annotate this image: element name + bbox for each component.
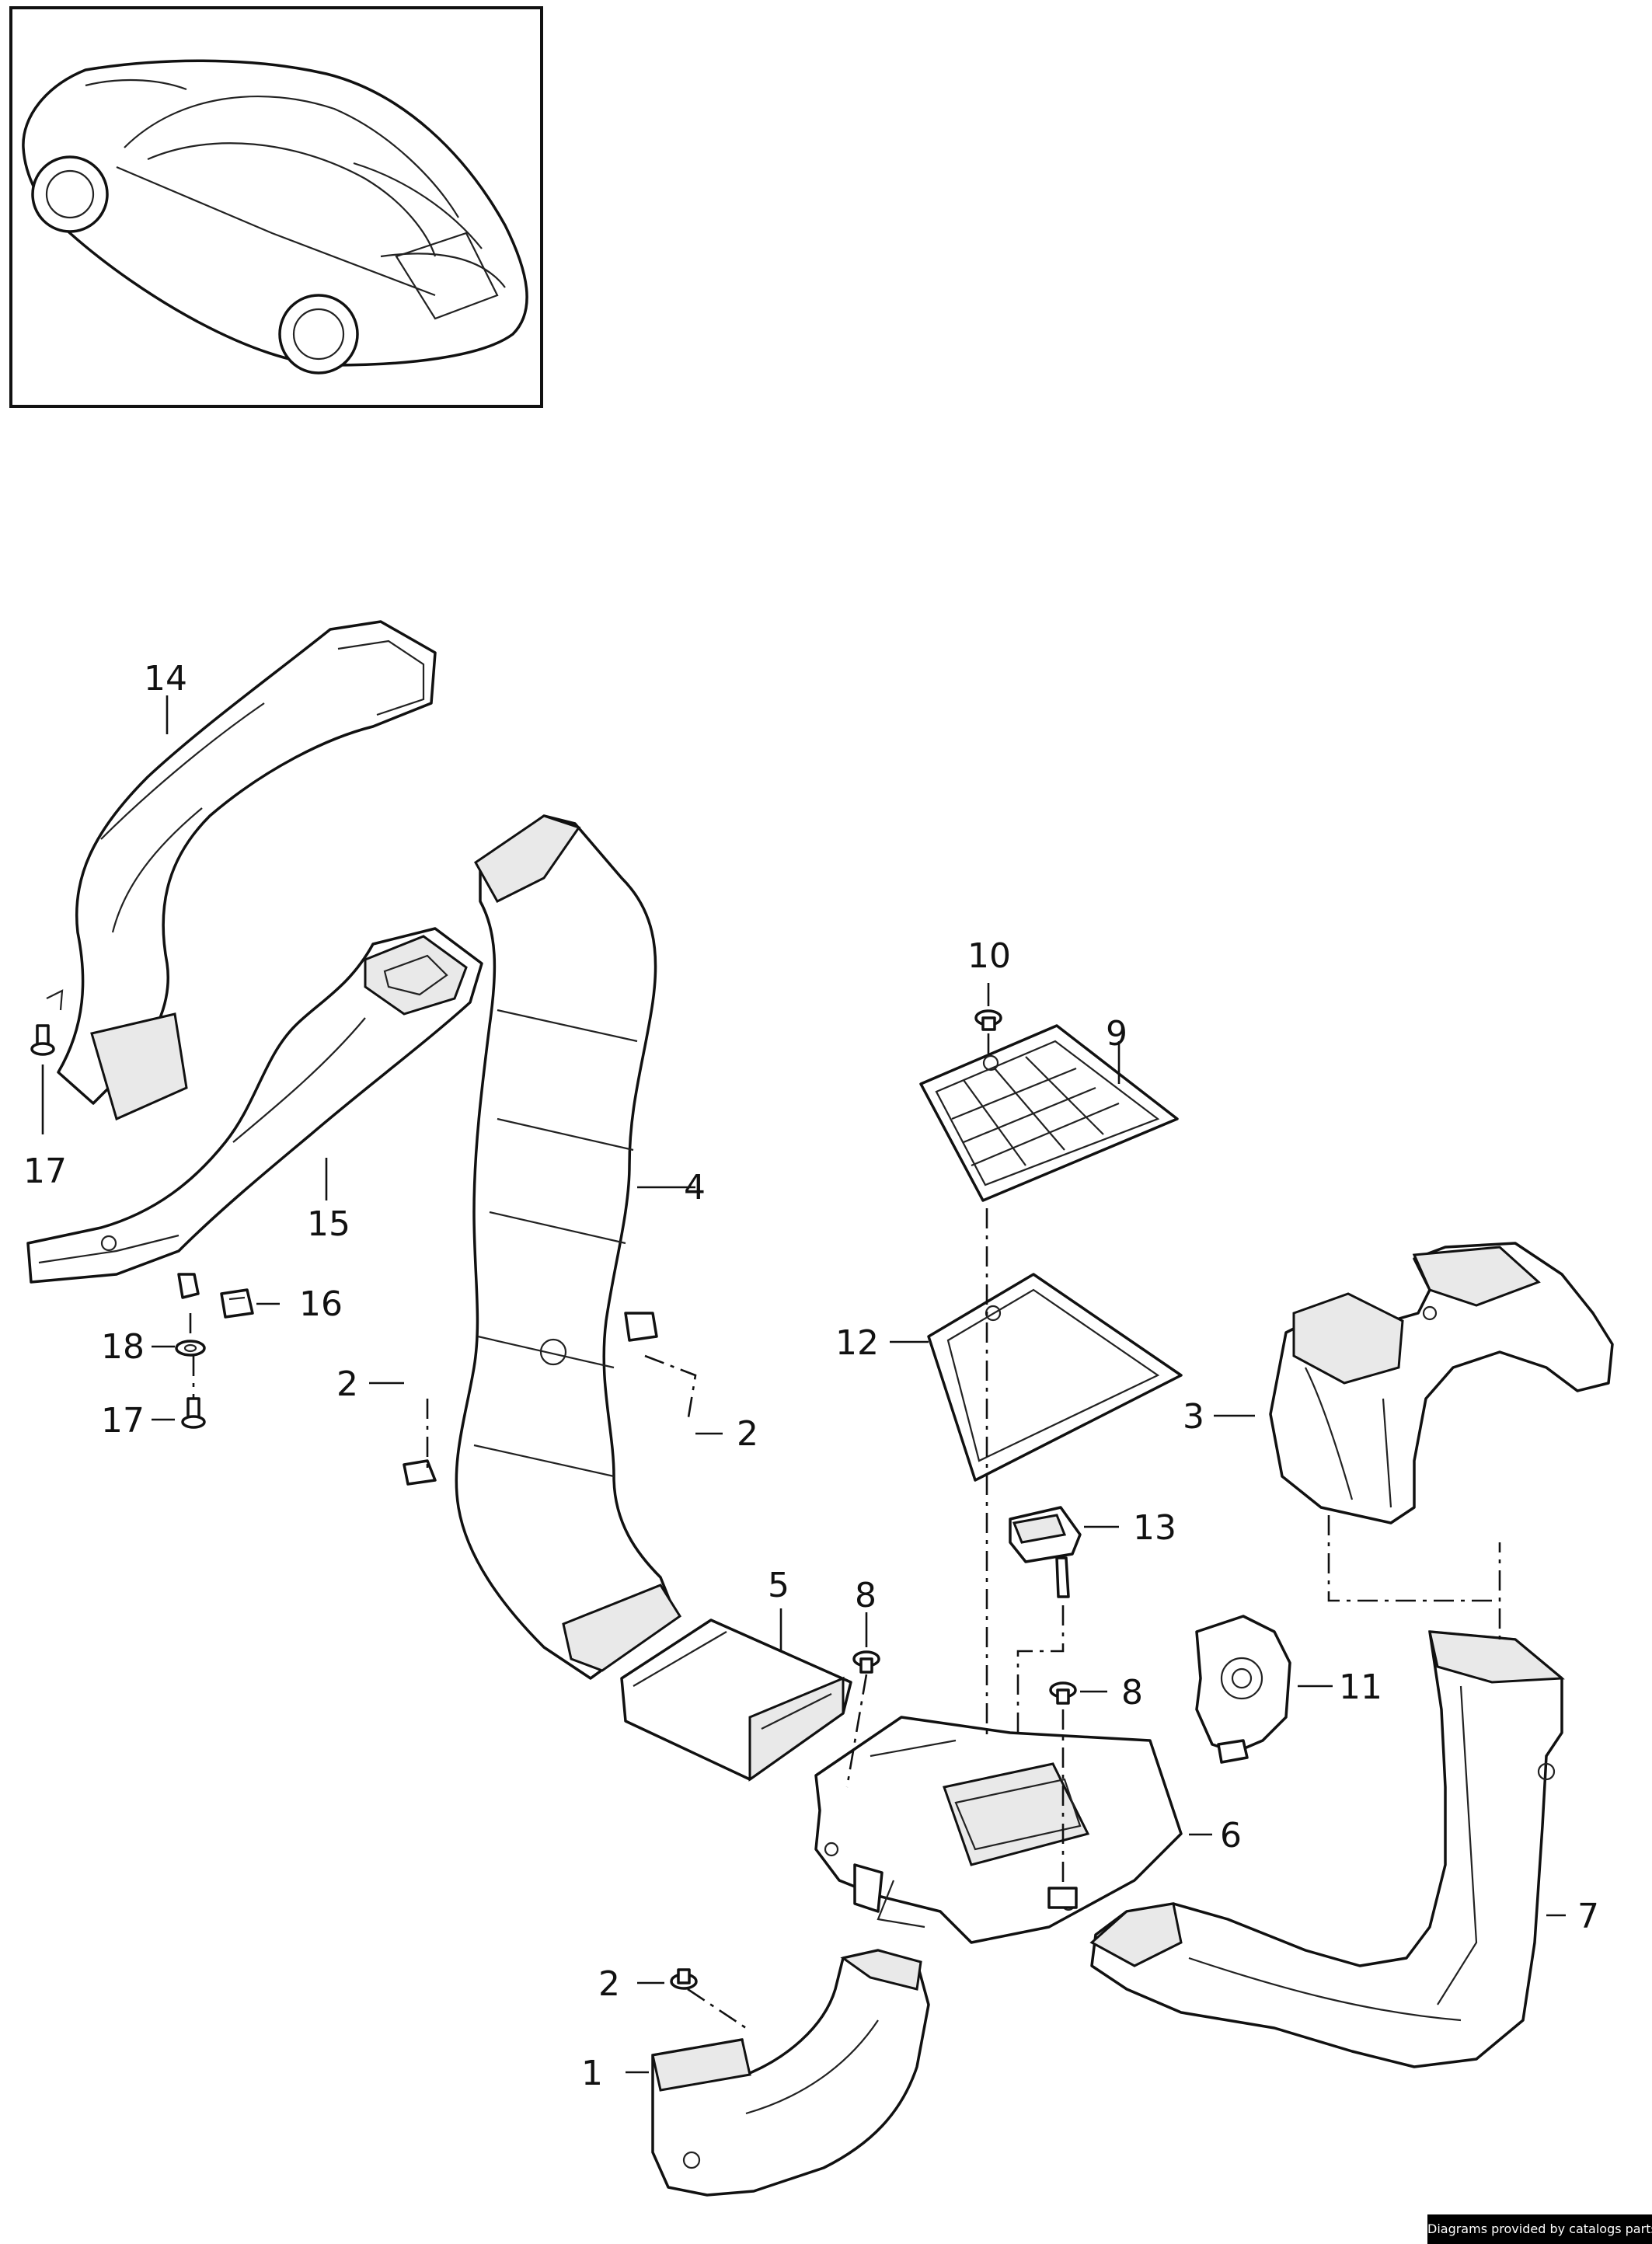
part-5-duct xyxy=(620,1619,852,1782)
callout-2-left: 2 xyxy=(336,1364,358,1404)
callout-17-upper: 17 xyxy=(23,1152,67,1191)
part-13-sensor xyxy=(1009,1506,1082,1598)
callout-17-lower: 17 xyxy=(101,1401,145,1441)
part-16-clip xyxy=(220,1288,254,1319)
callout-12: 12 xyxy=(835,1323,879,1363)
part-7-duct xyxy=(1089,1630,1565,2068)
credit-badge: Diagrams provided by catalogs parts xyxy=(1427,2214,1652,2244)
part-3-duct xyxy=(1269,1242,1614,1524)
callout-14: 14 xyxy=(144,659,187,699)
part-11-actuator xyxy=(1195,1615,1291,1764)
part-15-duct xyxy=(26,927,483,1284)
part-1-duct xyxy=(651,1949,930,2197)
vehicle-thumbnail xyxy=(9,6,543,408)
callout-6: 6 xyxy=(1220,1816,1242,1855)
callouts: 14 17 15 16 18 17 2 4 2 5 8 8 10 9 12 13… xyxy=(23,659,1599,2093)
guide-lines xyxy=(189,1033,1501,2030)
callout-9: 9 xyxy=(1106,1014,1127,1054)
left-fasteners xyxy=(30,1024,206,1429)
callout-16: 16 xyxy=(299,1284,343,1324)
callout-8-left: 8 xyxy=(855,1576,877,1615)
callout-10: 10 xyxy=(967,936,1011,976)
callout-4: 4 xyxy=(684,1168,706,1207)
part-6-housing xyxy=(814,1716,1183,1944)
callout-13: 13 xyxy=(1133,1508,1176,1548)
callout-18: 18 xyxy=(101,1327,145,1367)
callout-2-center: 2 xyxy=(737,1414,758,1454)
callout-15: 15 xyxy=(307,1204,350,1244)
center-fasteners xyxy=(852,1009,1078,1909)
callout-5: 5 xyxy=(768,1566,789,1605)
callout-7: 7 xyxy=(1577,1897,1599,1936)
callout-8-right: 8 xyxy=(1121,1673,1143,1713)
leader-lines xyxy=(41,695,1566,2074)
callout-1: 1 xyxy=(581,2054,603,2093)
callout-2-bottom: 2 xyxy=(598,1964,620,2004)
callout-3: 3 xyxy=(1183,1397,1204,1437)
part-9-grille xyxy=(919,1024,1179,1202)
callout-11: 11 xyxy=(1339,1667,1382,1707)
car-outline xyxy=(22,59,528,375)
part-12-gasket xyxy=(927,1273,1183,1482)
part-14-duct xyxy=(46,620,437,1121)
part-4-duct xyxy=(403,814,682,1680)
